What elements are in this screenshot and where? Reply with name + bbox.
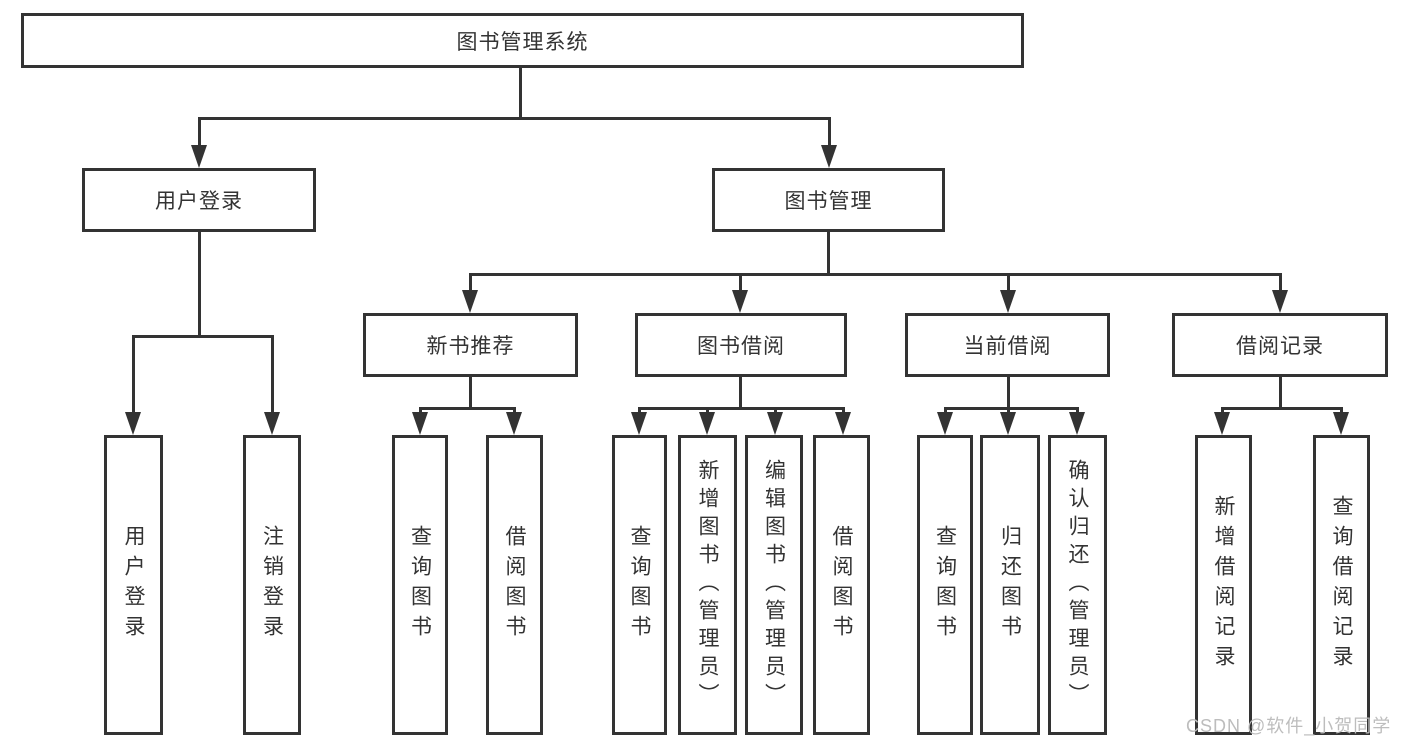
leaf-logout: 注销登录 xyxy=(243,435,301,735)
connector-records-drop xyxy=(1279,377,1282,407)
connector-root-drop xyxy=(519,68,522,117)
arrow-down-icon xyxy=(264,412,280,435)
connector-arrow-shaft xyxy=(513,407,516,415)
connector-arrow-shaft xyxy=(1076,407,1079,415)
node-book-management-label: 图书管理 xyxy=(784,190,873,213)
connector-arrow-shaft xyxy=(638,407,641,415)
arrow-down-icon xyxy=(835,412,851,435)
connector-management-drop xyxy=(827,232,830,273)
connector-arrow-shaft xyxy=(774,407,777,415)
connector-borrow-drop xyxy=(739,377,742,407)
leaf-user-login-label: 用户登录 xyxy=(122,525,145,645)
connector-level3-rail xyxy=(469,273,1282,276)
connector-login-drop xyxy=(198,232,201,335)
connector-login-rail xyxy=(132,335,273,338)
node-borrow-records: 借阅记录 xyxy=(1172,313,1388,377)
node-user-login: 用户登录 xyxy=(82,168,316,232)
arrow-down-icon xyxy=(1333,412,1349,435)
node-root-label: 图书管理系统 xyxy=(456,30,589,54)
node-book-borrow: 图书借阅 xyxy=(635,313,847,377)
arrow-down-icon xyxy=(125,412,141,435)
connector-current-drop xyxy=(1007,377,1010,407)
leaf-confirm-return-admin-label: 确认归还（管理员） xyxy=(1066,459,1089,711)
connector-borrow-rail xyxy=(638,407,845,410)
leaf-current-query-book-label: 查询图书 xyxy=(933,525,957,645)
leaf-add-borrow-record-label: 新增借阅记录 xyxy=(1212,495,1235,675)
leaf-borrow-book-label: 借阅图书 xyxy=(830,525,853,645)
connector-current-rail xyxy=(944,407,1079,410)
leaf-add-book-admin-label: 新增图书（管理员） xyxy=(696,459,719,711)
leaf-add-borrow-record: 新增借阅记录 xyxy=(1195,435,1252,735)
node-current-borrow-label: 当前借阅 xyxy=(963,335,1052,358)
connector-records-rail xyxy=(1221,407,1343,410)
leaf-return-book: 归还图书 xyxy=(980,435,1040,735)
connector-level2-rail xyxy=(198,117,831,120)
connector-recommend-rail xyxy=(419,407,516,410)
leaf-borrow-query-book-label: 查询图书 xyxy=(628,525,651,645)
arrow-down-icon xyxy=(1069,412,1085,435)
connector-arrow-shaft xyxy=(469,273,472,293)
arrow-down-icon xyxy=(699,412,715,435)
leaf-confirm-return-admin: 确认归还（管理员） xyxy=(1048,435,1107,735)
node-new-book-recommend: 新书推荐 xyxy=(363,313,578,377)
arrow-down-icon xyxy=(462,290,478,313)
arrow-down-icon xyxy=(1214,412,1230,435)
leaf-recommend-borrow-book: 借阅图书 xyxy=(486,435,543,735)
node-user-login-label: 用户登录 xyxy=(155,190,243,213)
arrow-down-icon xyxy=(821,145,837,168)
connector-arrow-shaft xyxy=(1340,407,1343,415)
arrow-down-icon xyxy=(631,412,647,435)
arrow-down-icon xyxy=(412,412,428,435)
connector-arrow-shaft xyxy=(1279,273,1282,293)
connector-arrow-shaft xyxy=(842,407,845,415)
connector-recommend-drop xyxy=(469,377,472,407)
leaf-return-book-label: 归还图书 xyxy=(998,525,1022,645)
leaf-query-borrow-record-label: 查询借阅记录 xyxy=(1330,495,1353,675)
leaf-borrow-query-book: 查询图书 xyxy=(612,435,667,735)
connector-arrow-shaft xyxy=(828,117,831,148)
leaf-add-book-admin: 新增图书（管理员） xyxy=(678,435,737,735)
connector-arrow-shaft xyxy=(1007,407,1010,415)
connector-arrow-shaft xyxy=(1007,273,1010,293)
connector-arrow-shaft xyxy=(944,407,947,415)
arrow-down-icon xyxy=(937,412,953,435)
leaf-query-borrow-record: 查询借阅记录 xyxy=(1313,435,1370,735)
connector-arrow-shaft xyxy=(198,117,201,148)
node-book-management: 图书管理 xyxy=(712,168,945,232)
leaf-edit-book-admin: 编辑图书（管理员） xyxy=(745,435,803,735)
leaf-current-query-book: 查询图书 xyxy=(917,435,973,735)
connector-arrow-shaft xyxy=(706,407,709,415)
leaf-borrow-book: 借阅图书 xyxy=(813,435,870,735)
node-root: 图书管理系统 xyxy=(21,13,1024,68)
arrow-down-icon xyxy=(506,412,522,435)
leaf-user-login: 用户登录 xyxy=(104,435,163,735)
connector-arrow-shaft xyxy=(419,407,422,415)
connector-arrow-shaft xyxy=(739,273,742,293)
arrow-down-icon xyxy=(1000,412,1016,435)
arrow-down-icon xyxy=(767,412,783,435)
node-new-book-recommend-label: 新书推荐 xyxy=(426,335,515,358)
arrow-down-icon xyxy=(1000,290,1016,313)
connector-arrow-shaft xyxy=(132,335,135,413)
arrow-down-icon xyxy=(1272,290,1288,313)
csdn-watermark: CSDN @软件_小贺同学 xyxy=(1186,716,1392,736)
leaf-edit-book-admin-label: 编辑图书（管理员） xyxy=(762,459,786,711)
leaf-recommend-borrow-book-label: 借阅图书 xyxy=(503,525,526,645)
leaf-recommend-query-book-label: 查询图书 xyxy=(408,525,432,645)
arrow-down-icon xyxy=(732,290,748,313)
connector-arrow-shaft xyxy=(271,335,274,413)
node-borrow-records-label: 借阅记录 xyxy=(1236,335,1324,358)
arrow-down-icon xyxy=(191,145,207,168)
leaf-logout-label: 注销登录 xyxy=(260,525,284,645)
connector-arrow-shaft xyxy=(1221,407,1224,415)
leaf-recommend-query-book: 查询图书 xyxy=(392,435,448,735)
node-current-borrow: 当前借阅 xyxy=(905,313,1110,377)
node-book-borrow-label: 图书借阅 xyxy=(697,335,785,358)
